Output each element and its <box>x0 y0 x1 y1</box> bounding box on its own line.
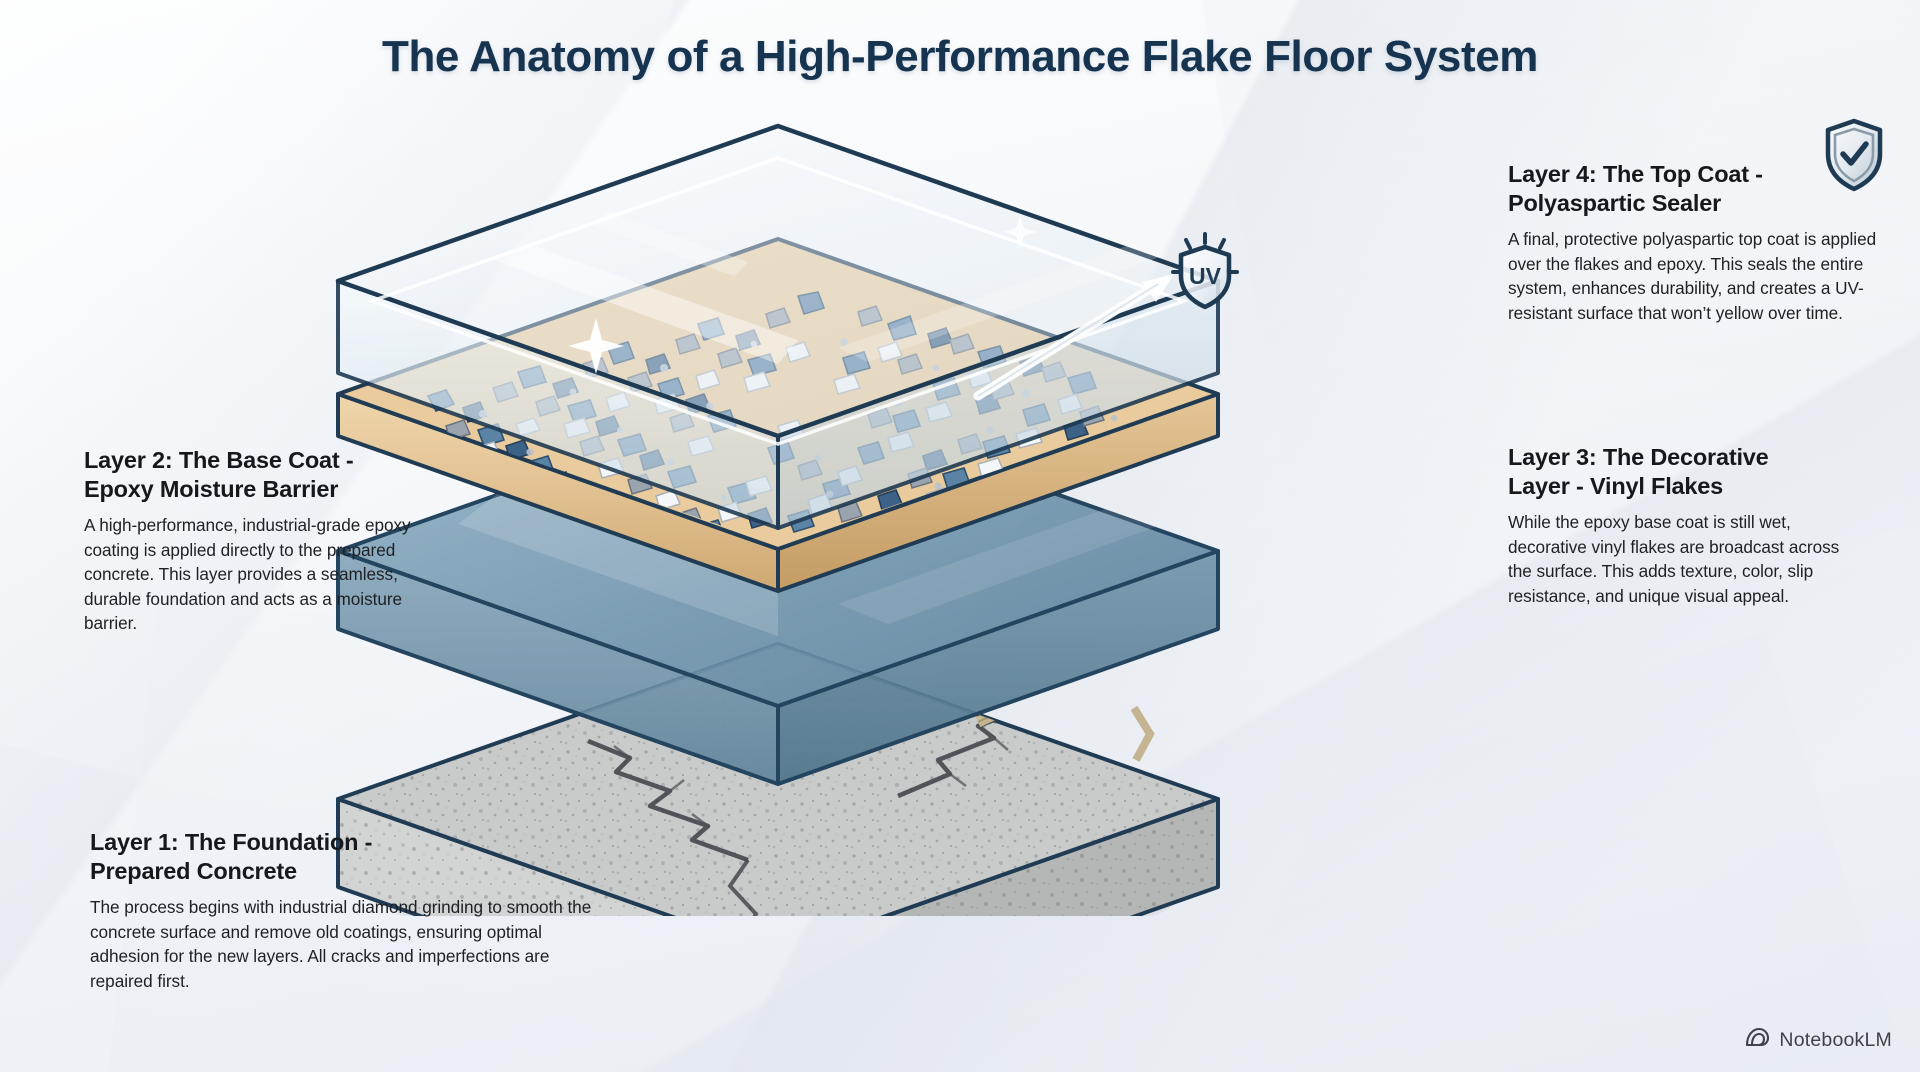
uv-badge-label: UV <box>1189 263 1222 289</box>
callout-layer-1-heading: Layer 1: The Foundation - Prepared Concr… <box>90 829 373 884</box>
callout-layer-3-body: While the epoxy base coat is still wet, … <box>1508 512 1840 606</box>
callout-layer-3: Layer 3: The Decorative Layer - Vinyl Fl… <box>1508 443 1858 608</box>
callout-layer-1: Layer 1: The Foundation - Prepared Concr… <box>90 828 610 993</box>
notebooklm-label: NotebookLM <box>1779 1028 1892 1051</box>
callout-layer-1-body: The process begins with industrial diamo… <box>90 897 592 991</box>
sparkle-icon <box>568 216 1036 374</box>
callout-layer-4-body: A final, protective polyaspartic top coa… <box>1508 229 1877 323</box>
callout-layer-4-heading: Layer 4: The Top Coat - Polyaspartic Sea… <box>1508 161 1763 216</box>
callout-layer-2-heading: Layer 2: The Base Coat - Epoxy Moisture … <box>84 447 354 502</box>
notebooklm-spiral-icon <box>1745 1026 1770 1054</box>
page-title: The Anatomy of a High-Performance Flake … <box>381 32 1539 81</box>
exploded-layer-diagram <box>278 96 1408 1044</box>
slab-layer-4-topcoat <box>335 123 1221 530</box>
uv-shield-icon: UV <box>1168 232 1242 316</box>
uv-arrow <box>973 274 1174 401</box>
layer-stack-svg <box>335 123 1221 1044</box>
callout-layer-2-body: A high-performance, industrial-grade epo… <box>84 515 411 633</box>
shield-check-icon <box>1823 118 1885 192</box>
notebooklm-watermark: NotebookLM <box>1745 1026 1892 1054</box>
callout-layer-3-heading: Layer 3: The Decorative Layer - Vinyl Fl… <box>1508 444 1769 499</box>
callout-layer-2: Layer 2: The Base Coat - Epoxy Moisture … <box>84 446 436 635</box>
callout-layer-4: Layer 4: The Top Coat - Polyaspartic Sea… <box>1508 160 1880 325</box>
